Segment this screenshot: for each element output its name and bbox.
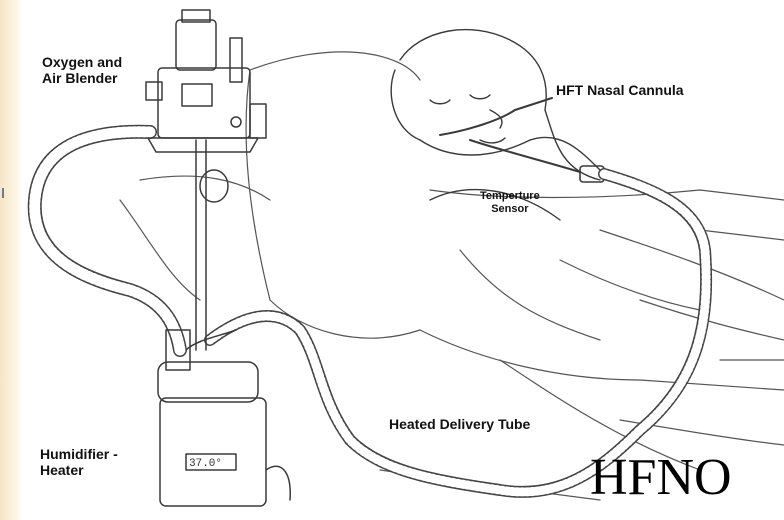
title-hfno: HFNO (590, 448, 732, 507)
humidifier-display: 37.0° (189, 458, 222, 470)
nasal-cannula (440, 98, 604, 182)
label-oxygen-air-blender: Oxygen and Air Blender (42, 54, 122, 86)
iv-pole (196, 140, 206, 350)
label-temperature-sensor: Temperture Sensor (480, 190, 540, 215)
heated-delivery-tube (210, 174, 706, 492)
bed-and-blanket (120, 52, 784, 500)
label-hft-nasal-cannula: HFT Nasal Cannula (556, 82, 684, 98)
label-humidifier-heater: Humidifier - Heater (40, 446, 118, 478)
blender-supply-tube (35, 132, 180, 350)
label-heated-delivery-tube: Heated Delivery Tube (389, 416, 530, 432)
